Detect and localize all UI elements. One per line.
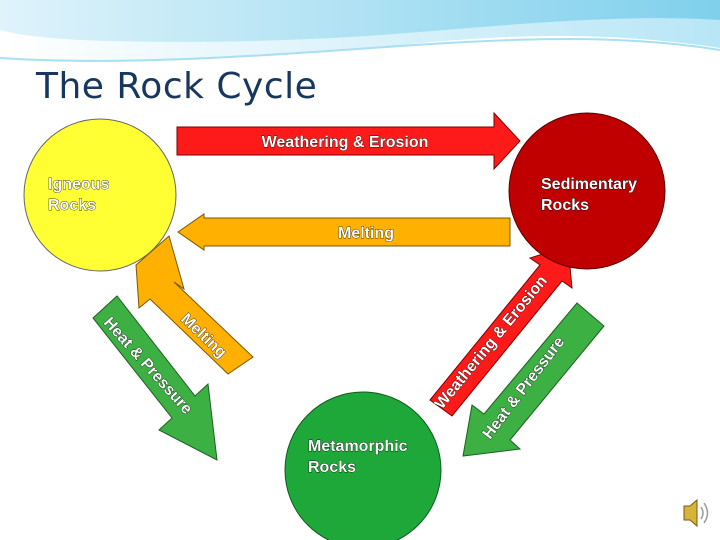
igneous-rocks-node: Igneous Rocks <box>23 118 177 272</box>
slide-title: The Rock Cycle <box>36 66 318 107</box>
weathering-erosion-top-label: Weathering & Erosion <box>262 134 429 151</box>
sedimentary-label-line1: Sedimentary <box>541 176 637 193</box>
sedimentary-rocks-node: Sedimentary Rocks <box>508 112 666 270</box>
heat-pressure-left-label: Heat & Pressure <box>100 314 196 418</box>
header-wave-decoration <box>0 0 720 63</box>
weathering-erosion-arrow-top: Weathering & Erosion <box>176 111 521 171</box>
sedimentary-label-line2: Rocks <box>541 197 589 214</box>
metamorphic-label-line2: Rocks <box>308 459 356 476</box>
melting-arrow-middle: Melting <box>177 213 511 251</box>
igneous-label-line2: Rocks <box>48 197 96 214</box>
svg-text:Heat & Pressure: Heat & Pressure <box>100 314 195 418</box>
heat-pressure-arrow-right: Heat & Pressure <box>462 302 605 457</box>
metamorphic-label-line1: Metamorphic <box>308 438 408 455</box>
igneous-label-line1: Igneous <box>48 176 109 193</box>
metamorphic-rocks-node: Metamorphic Rocks <box>284 391 442 540</box>
speaker-icon[interactable] <box>683 498 709 528</box>
melting-middle-label: Melting <box>338 225 394 242</box>
